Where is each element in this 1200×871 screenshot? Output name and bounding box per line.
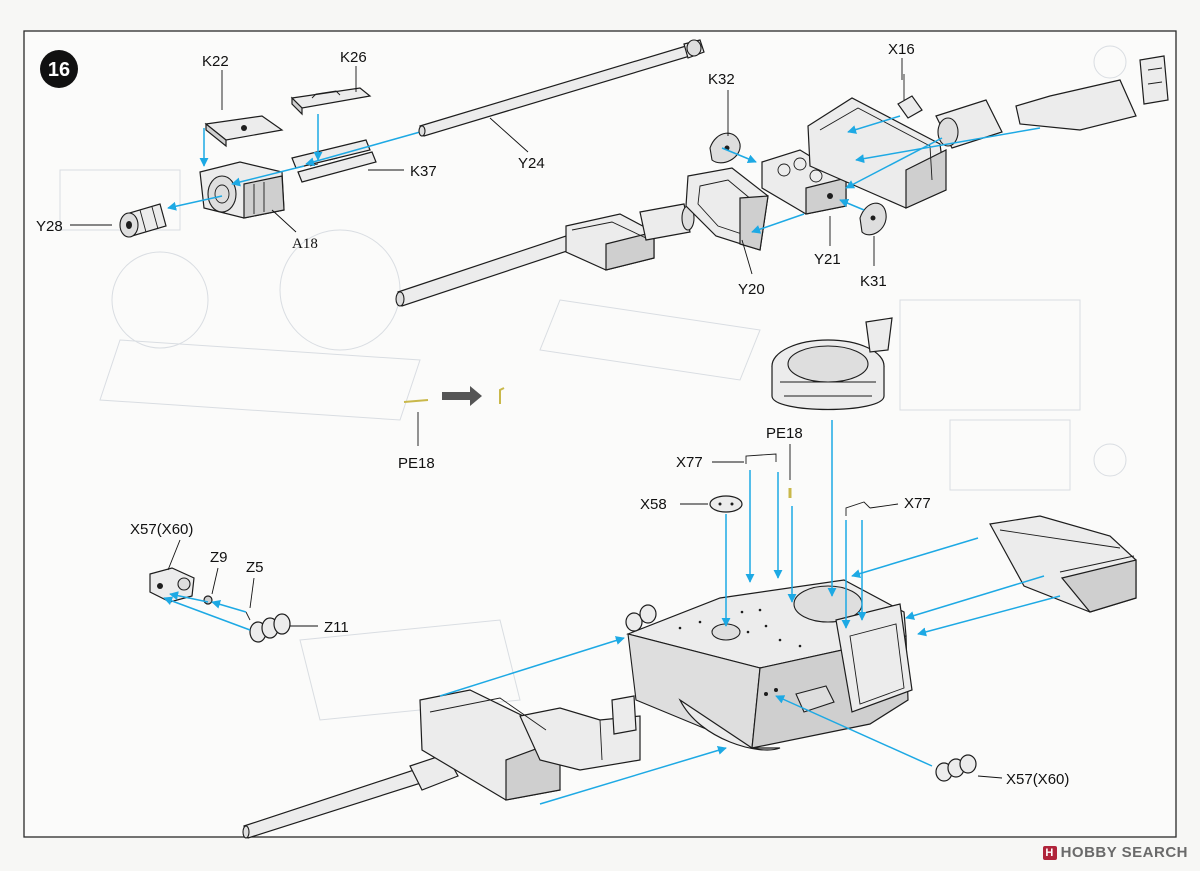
part-K26 [290,87,372,116]
part-K22 [204,115,284,148]
label-X57-left: X57(X60) [130,521,193,538]
part-labels: K22 K26 K37 Y28 A18 Y24 K32 X16 Y20 Y21 … [36,41,1069,788]
roof-rivets [678,608,802,648]
label-X16: X16 [888,41,915,58]
part-K32 [709,132,741,164]
hobby-search-logo: H [1042,845,1057,860]
label-Y21: Y21 [814,251,841,268]
step-number: 16 [48,59,70,81]
label-Z5: Z5 [246,559,264,576]
leader-lines [70,58,1003,779]
label-X77-right: X77 [904,495,931,512]
show-through-background [59,45,1127,721]
watermark: H HOBBY SEARCH [1042,844,1188,861]
page-frame [23,30,1177,838]
rear-bustle-box [989,515,1137,613]
label-Z9: Z9 [210,549,228,566]
part-X57-right [935,754,977,782]
label-K32: K32 [708,71,735,88]
step-badge: 16 [40,50,78,88]
smoke-discharger-left [149,567,291,643]
part-Y20 [685,167,769,251]
label-X57-right: X57(X60) [1006,771,1069,788]
label-K26: K26 [340,49,367,66]
part-Y28 [119,203,167,238]
label-PE18-left: PE18 [398,455,435,472]
label-K37: K37 [410,163,437,180]
installed-gun-assembly [242,689,641,839]
label-Y28: Y28 [36,218,63,235]
main-gun-assembly [395,55,1169,307]
label-Y24: Y24 [518,155,545,172]
label-Y20: Y20 [738,281,765,298]
gun-mantlet-subassembly [119,87,421,238]
label-PE18-turret: PE18 [766,425,803,442]
label-X58: X58 [640,496,667,513]
label-A18: A18 [292,236,318,252]
label-Z11: Z11 [324,619,349,636]
part-X16 [897,74,923,119]
watermark-text: HOBBY SEARCH [1060,844,1188,861]
turret-assembly [242,317,1137,839]
part-Y24-barrel [418,39,705,137]
commander-cupola [771,317,893,411]
fold-arrow [442,386,482,406]
label-X77-left: X77 [676,454,703,471]
part-Z11 [249,613,291,643]
part-A18 [199,161,285,219]
label-K22: K22 [202,53,229,70]
label-K31: K31 [860,273,887,290]
part-Z9 [203,595,213,605]
part-Z5 [245,611,251,621]
part-X57-left [149,567,195,603]
part-K31 [859,202,887,236]
photo-etch-fold-detail [403,386,505,406]
